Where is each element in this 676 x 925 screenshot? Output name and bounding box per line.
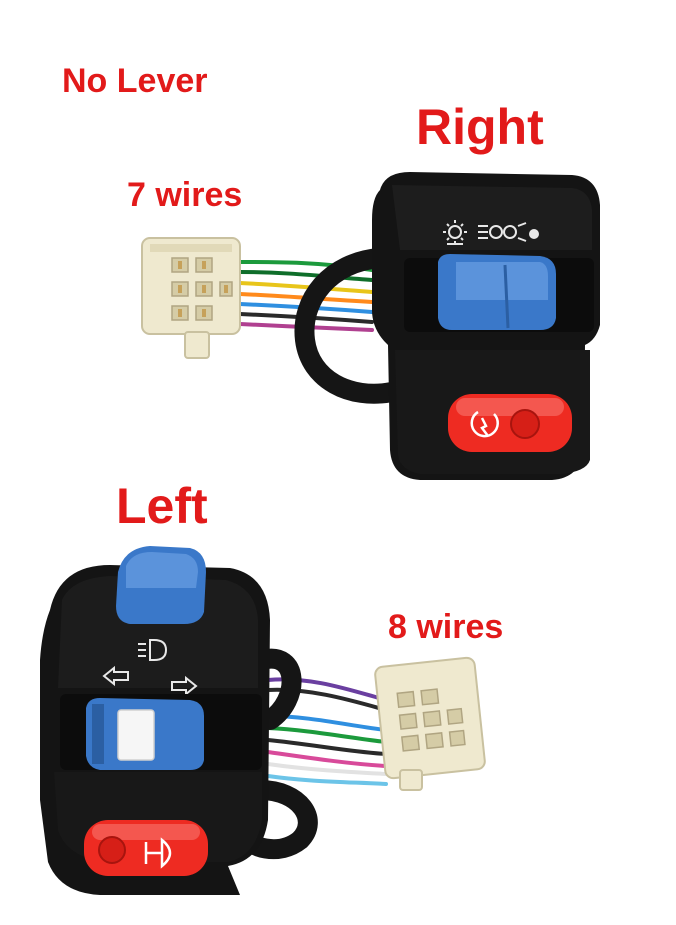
right-light-icons: [443, 220, 539, 245]
engine-start-button[interactable]: [448, 394, 572, 452]
left-wire-bundle: [266, 677, 388, 786]
turn-signal-slider[interactable]: [60, 694, 262, 770]
beam-toggle-button[interactable]: [116, 546, 206, 624]
horn-icon: [144, 837, 172, 869]
engine-start-icon: [470, 410, 499, 438]
horn-button[interactable]: [84, 820, 208, 876]
seven-wires-label: 7 wires: [127, 176, 243, 214]
left-label: Left: [116, 478, 208, 534]
right-switch-assembly: [141, 172, 600, 480]
left-connector-8pin: [374, 656, 486, 791]
headlight-on-icon: [443, 220, 467, 245]
no-lever-label: No Lever: [62, 62, 208, 100]
turn-right-arrow-icon: [171, 675, 198, 697]
turn-left-arrow-icon: [102, 665, 129, 687]
right-connector-7pin: [141, 237, 241, 359]
eight-wires-label: 8 wires: [388, 608, 504, 646]
right-light-slider-button[interactable]: [404, 254, 594, 332]
right-label: Right: [416, 99, 544, 155]
right-cable-loop: [294, 248, 402, 404]
light-off-dot-icon: [529, 229, 539, 239]
parking-light-icon: [478, 222, 527, 242]
high-beam-icon: [138, 639, 168, 661]
left-switch-assembly: [40, 546, 486, 895]
